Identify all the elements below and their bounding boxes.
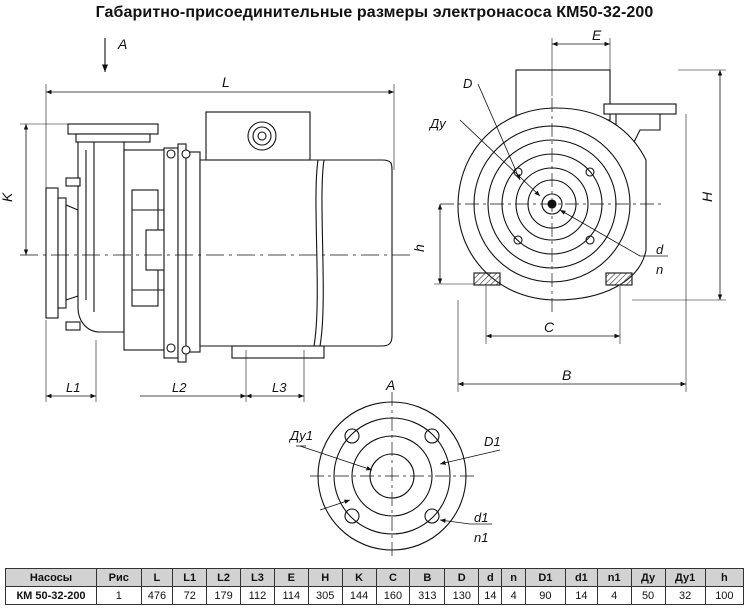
- table-header-cell: D1: [524, 568, 567, 587]
- table-cell: 14: [565, 586, 598, 605]
- table-header-cell: Ду1: [664, 568, 706, 587]
- dim-L2-label: L2: [172, 380, 187, 395]
- table-cell: 1: [96, 586, 142, 605]
- table-header-cell: L3: [240, 568, 275, 587]
- dim-h-label: h: [411, 244, 427, 252]
- dim-E-label: E: [592, 27, 602, 43]
- table-cell: 72: [172, 586, 208, 605]
- table-cell: 90: [524, 586, 567, 605]
- table-cell: 114: [273, 586, 309, 605]
- table-cell: 4: [596, 586, 632, 605]
- dim-B-label: B: [562, 367, 571, 383]
- table-header-cell: Насосы: [4, 568, 98, 587]
- dim-Dy-label: Ду: [428, 116, 447, 131]
- table-header-cell: D: [444, 568, 480, 587]
- dim-H-label: H: [699, 191, 715, 202]
- table-cell: 313: [409, 586, 446, 605]
- table-cell: 32: [664, 586, 706, 605]
- table-header-cell: H: [307, 568, 343, 587]
- table-header-cell: L1: [172, 568, 208, 587]
- dim-K-label: K: [0, 192, 15, 202]
- table-header-cell: n: [501, 568, 526, 587]
- table-cell: 4: [501, 586, 526, 605]
- dim-C-label: C: [544, 319, 555, 335]
- drawing-title: Габаритно-присоединительные размеры элек…: [95, 4, 654, 21]
- table-header-cell: K: [341, 568, 377, 587]
- table-cell: 14: [478, 586, 503, 605]
- view-a-label: А: [117, 36, 127, 52]
- table-cell: 100: [704, 586, 745, 605]
- technical-drawing: А L K L1 L2 L3 E D Ду H h d n C B А Ду1 …: [0, 27, 726, 560]
- table-cell: 160: [375, 586, 411, 605]
- table-header-cell: d1: [565, 568, 598, 587]
- table-header-cell: E: [273, 568, 309, 587]
- dim-d1-label: d1: [474, 510, 488, 525]
- table-cell: 305: [307, 586, 343, 605]
- table-cell: 179: [206, 586, 242, 605]
- dim-L-label: L: [222, 74, 230, 90]
- table-header-cell: L: [140, 568, 174, 587]
- table-header-cell: n1: [596, 568, 632, 587]
- table-cell: 112: [240, 586, 275, 605]
- table-header-cell: Ду: [630, 568, 666, 587]
- side-view: [20, 38, 410, 402]
- front-view: [434, 38, 726, 392]
- table-cell: КМ 50-32-200: [4, 586, 98, 605]
- dim-d-label: d: [656, 242, 664, 257]
- table-header-cell: B: [409, 568, 446, 587]
- section-a-label: А: [385, 377, 395, 393]
- table-cell: 144: [341, 586, 377, 605]
- table-cell: 50: [630, 586, 666, 605]
- dim-n-label: n: [656, 262, 663, 277]
- dim-Dy1-label: Ду1: [288, 428, 313, 443]
- table-header-cell: h: [704, 568, 745, 587]
- flange-view-a: [296, 392, 501, 560]
- table-header-cell: L2: [206, 568, 242, 587]
- table-header-cell: C: [375, 568, 411, 587]
- dim-D1-label: D1: [484, 434, 501, 449]
- dim-L3-label: L3: [272, 380, 287, 395]
- table-cell: 130: [444, 586, 480, 605]
- dim-L1-label: L1: [66, 380, 80, 395]
- dim-D-label: D: [463, 76, 472, 91]
- table-header-cell: d: [478, 568, 503, 587]
- dim-n1-label: n1: [474, 530, 488, 545]
- table-cell: 476: [140, 586, 174, 605]
- table-header-cell: Рис: [96, 568, 142, 587]
